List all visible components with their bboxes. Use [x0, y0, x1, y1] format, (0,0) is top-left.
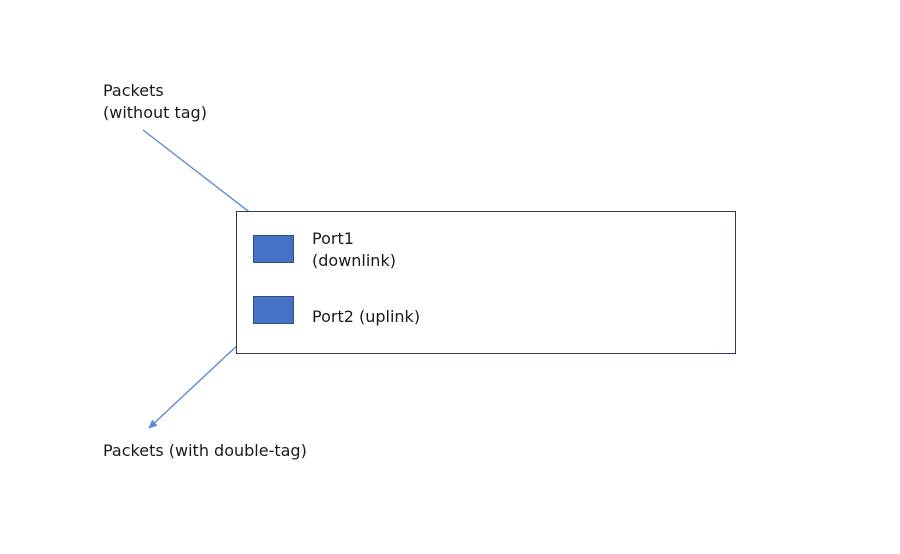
port1-label-line1: Port1 — [312, 229, 354, 248]
port1-label: Port1 (downlink) — [312, 228, 396, 272]
egress-label: Packets (with double-tag) — [103, 441, 307, 460]
ingress-label: Packets (without tag) — [103, 80, 207, 124]
port2-square — [253, 296, 294, 324]
port1-square — [253, 235, 294, 263]
port2-label: Port2 (uplink) — [312, 307, 421, 326]
switch-box — [236, 211, 736, 354]
ingress-label-line1: Packets — [103, 81, 164, 100]
port1-label-line2: (downlink) — [312, 251, 396, 270]
ingress-label-line2: (without tag) — [103, 103, 207, 122]
